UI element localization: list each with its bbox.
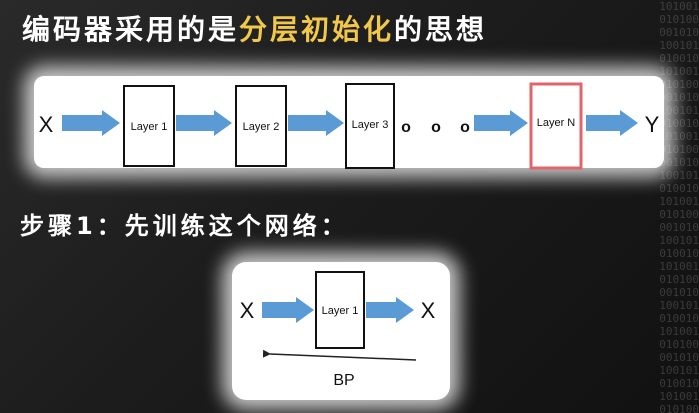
ellipsis-dot-2: o [431,119,441,136]
step1-arrow-x-to-layer1 [262,297,314,323]
layer-n-label: Layer N [537,117,576,129]
title-suffix: 的思想 [394,13,488,46]
input-x-label: X [39,112,54,137]
step1-input-x-label: X [240,298,255,323]
ellipsis-dot-3: o [460,119,470,136]
layer-2-label: Layer 2 [243,121,280,133]
arrow-x-to-layer1 [62,110,120,136]
bp-arrow [262,349,417,361]
layer-3-label: Layer 3 [352,119,389,131]
layer-3-box [345,83,395,169]
layer-1-box [123,85,175,167]
title-highlight: 分层初始化 [239,13,395,46]
step1-arrow-layer1-to-x [366,297,414,323]
step1-output-x-label: X [421,298,436,323]
layer-2-box [235,85,287,167]
arrow-dots-to-layerN [474,110,528,136]
title-prefix: 编码器采用的是 [22,13,240,46]
step1-heading: 步骤1：先训练这个网络： [20,212,349,240]
arrow-layerN-to-y [586,110,638,136]
bp-label: BP [333,372,354,389]
arrow-layer1-to-layer2 [176,110,232,136]
page-title: 编码器采用的是分层初始化的思想 [22,8,487,48]
layer-1-label: Layer 1 [131,121,168,133]
arrow-layer2-to-layer3 [288,110,344,136]
binary-code-decoration: 101001 010100 001010 100101 010010 10100… [659,0,699,413]
output-y-label: Y [645,112,660,137]
layer-n-box [529,82,583,170]
ellipsis-dot-1: o [401,119,411,136]
step1-layer-1-box [315,271,365,349]
step1-layer-1-label: Layer 1 [322,305,359,317]
